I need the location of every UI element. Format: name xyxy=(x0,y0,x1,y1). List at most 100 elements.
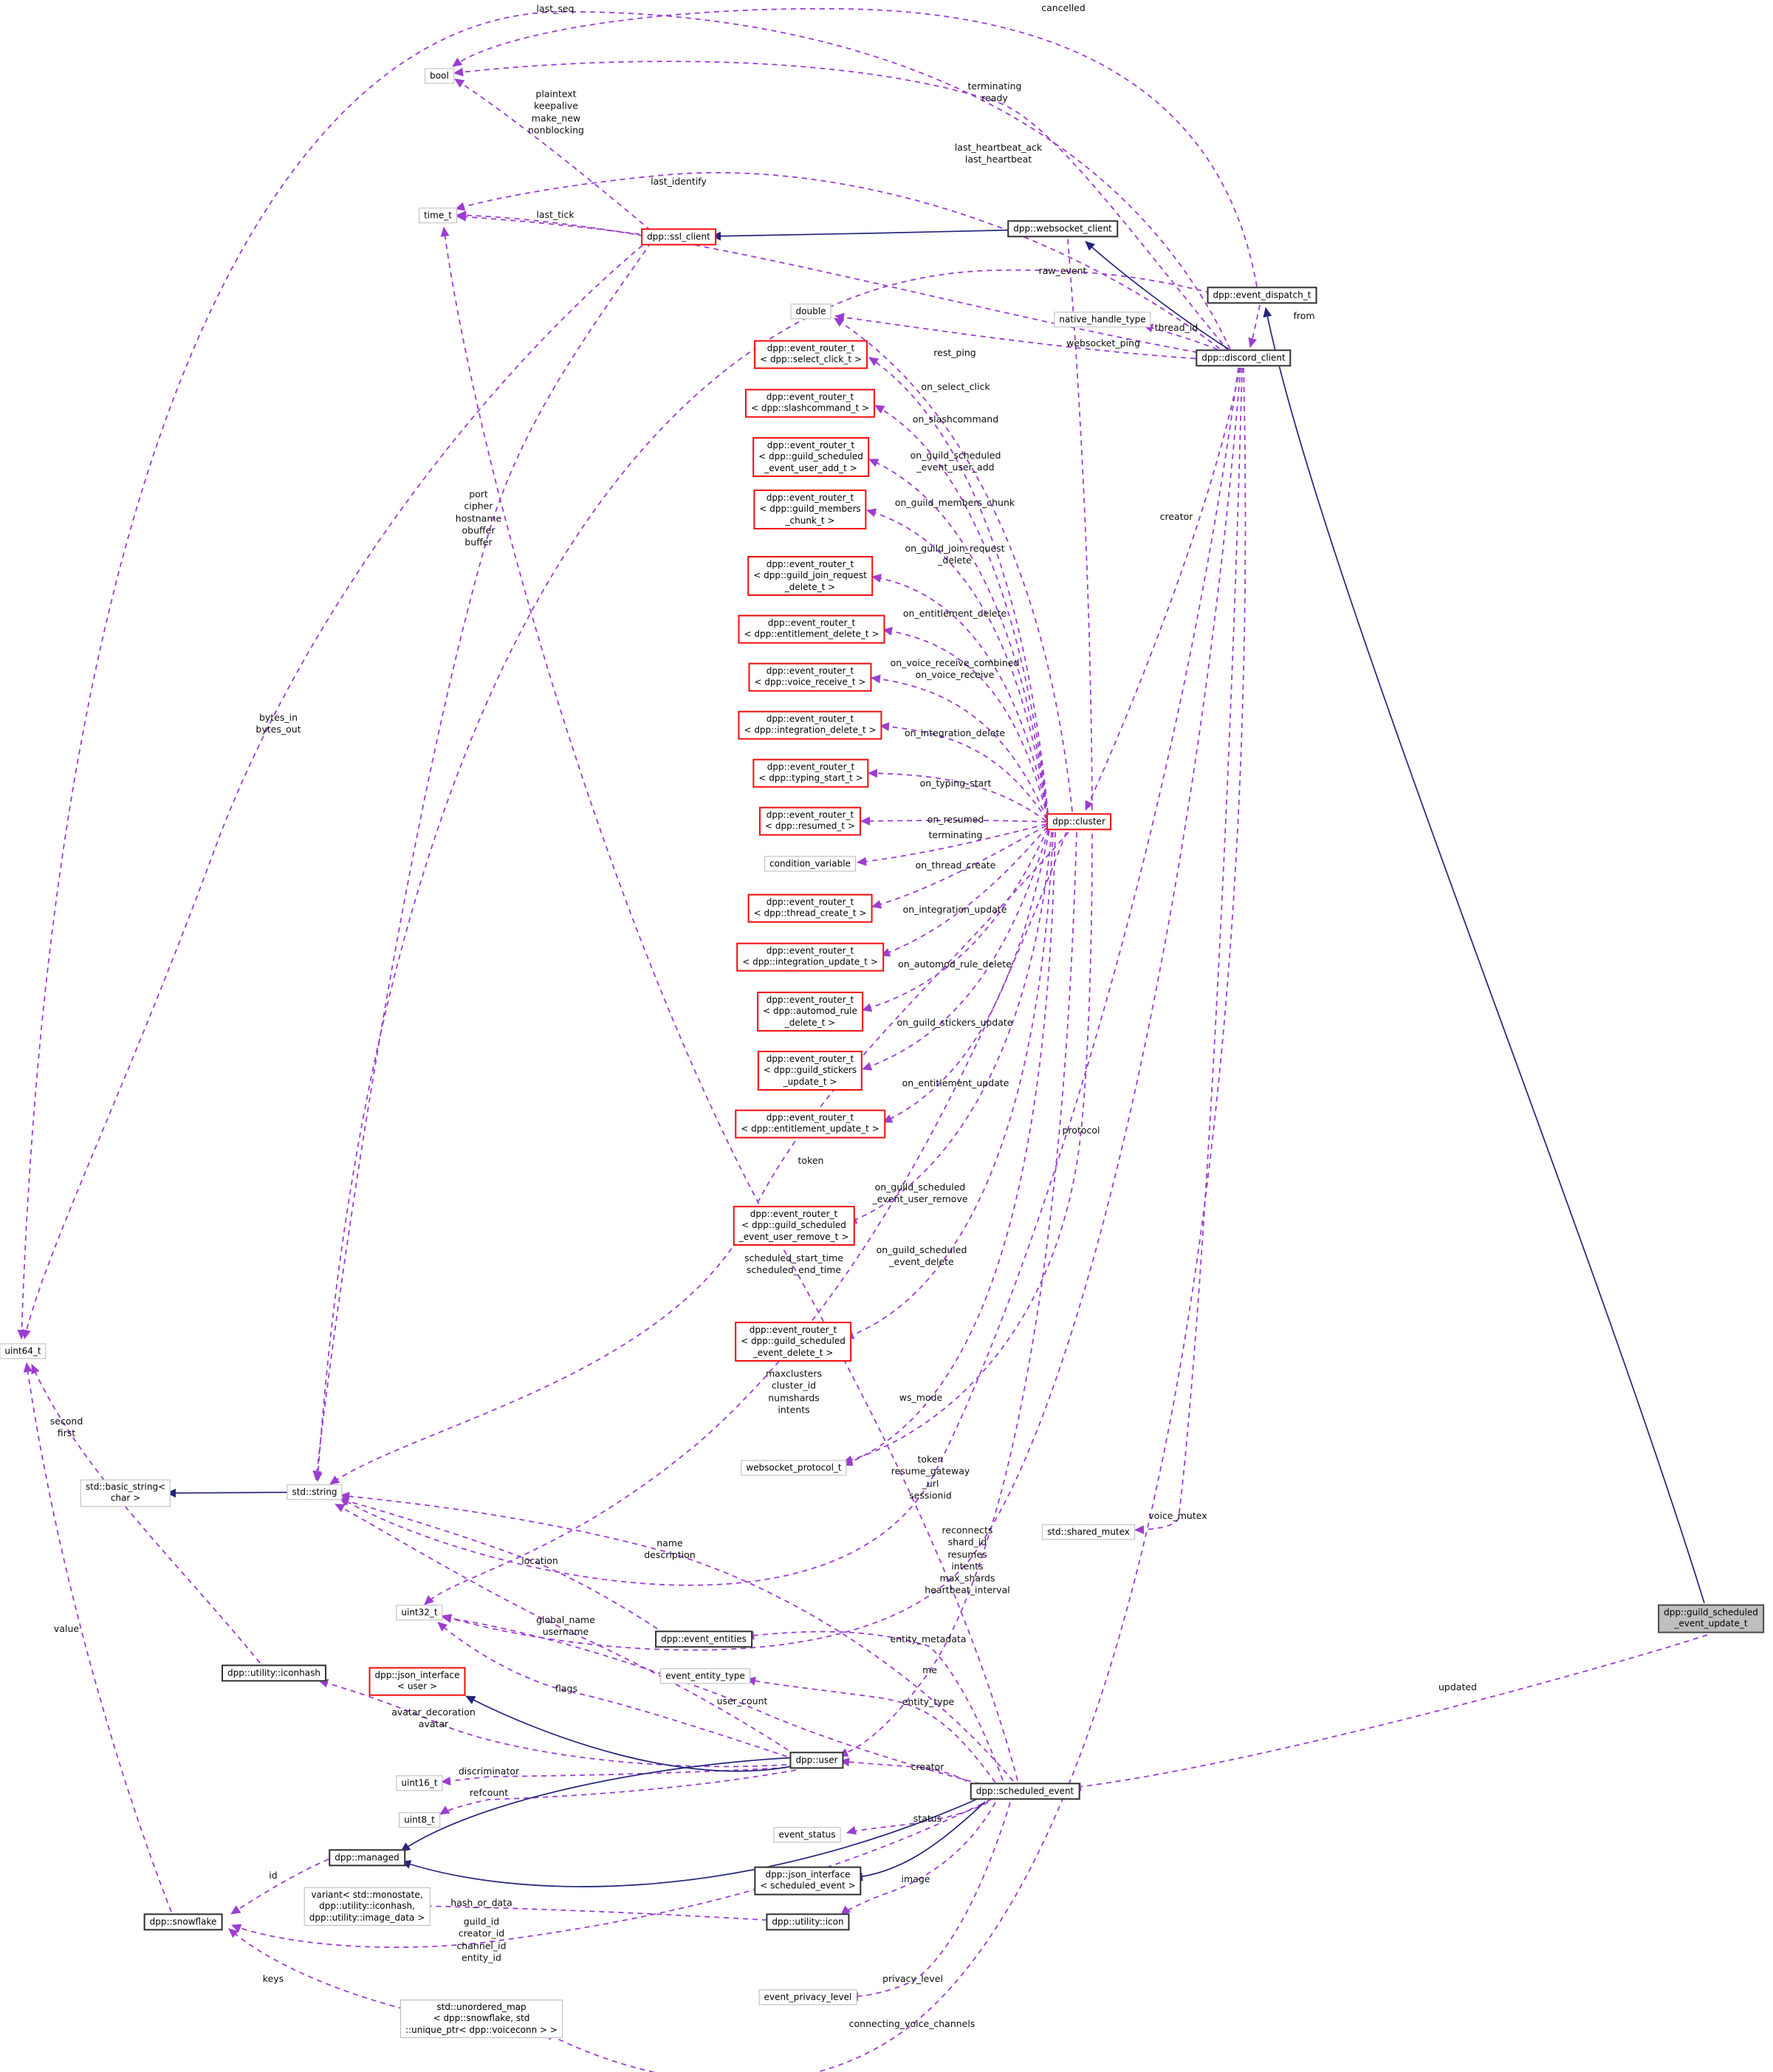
edge-on-select-click xyxy=(868,357,1049,814)
edge-keys xyxy=(228,1928,423,2014)
edge-entity-type xyxy=(746,1676,996,1783)
node-router-guild-join-request-delete[interactable]: dpp::event_router_t < dpp::guild_join_re… xyxy=(747,555,873,597)
edge-label: creator xyxy=(1159,510,1193,522)
node-native-handle-type[interactable]: native_handle_type xyxy=(1054,312,1151,328)
edge-terminating-ready xyxy=(453,61,1230,352)
edge-label: me xyxy=(922,1664,937,1675)
edge-bytes-in-out xyxy=(21,239,651,1339)
node-user[interactable]: dpp::user xyxy=(789,1752,844,1769)
edge-label: image xyxy=(901,1873,930,1884)
node-uint8-t[interactable]: uint8_t xyxy=(399,1812,440,1828)
node-bool[interactable]: bool xyxy=(425,68,454,84)
edge-from xyxy=(1248,304,1261,348)
node-guild-scheduled-event-update-t[interactable]: dpp::guild_scheduled _event_update_t xyxy=(1658,1604,1764,1633)
node-router-entitlement-delete[interactable]: dpp::event_router_t < dpp::entitlement_d… xyxy=(738,614,885,644)
node-utility-icon[interactable]: dpp::utility::icon xyxy=(766,1913,850,1931)
edge-inh-string-basicstring xyxy=(166,1488,292,1498)
edge-label: from xyxy=(1293,309,1315,321)
node-discord-client[interactable]: dpp::discord_client xyxy=(1196,349,1292,367)
edge-websocket-ping xyxy=(834,312,1225,361)
edge-label: on_guild_stickers_update xyxy=(896,1016,1013,1028)
node-ssl-client[interactable]: dpp::ssl_client xyxy=(641,228,716,246)
node-std-string[interactable]: std::string xyxy=(287,1484,343,1500)
edge-on-entitlement-update xyxy=(882,830,1050,1123)
node-websocket-protocol-t[interactable]: websocket_protocol_t xyxy=(741,1460,847,1476)
node-router-guild-scheduled-event-user-add[interactable]: dpp::event_router_t < dpp::guild_schedul… xyxy=(752,436,869,478)
node-event-entity-type[interactable]: event_entity_type xyxy=(660,1668,750,1684)
edge-label: discriminator xyxy=(458,1765,520,1777)
edge-label: on_select_click xyxy=(921,380,990,392)
node-router-typing-start[interactable]: dpp::event_router_t < dpp::typing_start_… xyxy=(752,758,869,788)
node-router-integration-delete[interactable]: dpp::event_router_t < dpp::integration_d… xyxy=(738,710,882,740)
node-event-privacy-level[interactable]: event_privacy_level xyxy=(758,1989,857,2006)
node-router-voice-receive[interactable]: dpp::event_router_t < dpp::voice_receive… xyxy=(748,662,872,692)
edge-label: on_integration_delete xyxy=(904,727,1006,738)
node-router-guild-members-chunk[interactable]: dpp::event_router_t < dpp::guild_members… xyxy=(753,489,867,530)
node-uint16-t[interactable]: uint16_t xyxy=(396,1775,443,1791)
edge-port-cipher-hostname xyxy=(312,241,652,1481)
edge-label: maxclusters cluster_id numshards intents xyxy=(765,1368,823,1416)
node-cluster[interactable]: dpp::cluster xyxy=(1046,813,1111,831)
edge-label: terminating ready xyxy=(967,80,1022,103)
node-websocket-client[interactable]: dpp::websocket_client xyxy=(1007,220,1118,238)
node-uint64-t[interactable]: uint64_t xyxy=(0,1343,47,1359)
node-router-select-click[interactable]: dpp::event_router_t < dpp::select_click_… xyxy=(754,340,868,369)
node-unordered-map-voiceconn[interactable]: std::unordered_map < dpp::snowflake, std… xyxy=(400,1999,563,2039)
edge-label: user_count xyxy=(716,1695,768,1706)
edge-value xyxy=(23,1362,172,1913)
node-router-thread-create[interactable]: dpp::event_router_t < dpp::thread_create… xyxy=(747,893,873,923)
node-condition-variable[interactable]: condition_variable xyxy=(764,856,856,872)
edge-on-guild-members-chunk xyxy=(866,508,1049,817)
edge-label: last_identify xyxy=(651,175,707,187)
node-router-guild-scheduled-event-delete[interactable]: dpp::event_router_t < dpp::guild_schedul… xyxy=(735,1321,851,1362)
node-router-entitlement-update[interactable]: dpp::event_router_t < dpp::entitlement_u… xyxy=(735,1109,885,1139)
edge-last-tick xyxy=(456,212,650,236)
edge-entity-metadata xyxy=(744,1630,1004,1781)
edge-location xyxy=(339,1497,666,1635)
edge-on-guild-join-request-delete xyxy=(871,574,1049,817)
node-json-interface-user[interactable]: dpp::json_interface < user > xyxy=(368,1667,466,1696)
edge-on-resumed xyxy=(860,816,1047,826)
edge-label: privacy_level xyxy=(882,1972,943,1984)
edge-label: raw_event xyxy=(1038,264,1087,276)
node-router-guild-stickers-update[interactable]: dpp::event_router_t < dpp::guild_sticker… xyxy=(757,1050,863,1091)
node-double[interactable]: double xyxy=(790,303,831,320)
edge-label: voice_mutex xyxy=(1148,1509,1207,1521)
node-event-entities[interactable]: dpp::event_entities xyxy=(655,1630,752,1648)
edge-label: on_automod_rule_delete xyxy=(898,958,1012,970)
edge-inh-discord-websocket xyxy=(1085,241,1230,350)
node-router-automod-rule-delete[interactable]: dpp::event_router_t < dpp::automod_rule … xyxy=(757,991,863,1032)
edge-label: last_seq xyxy=(536,2,575,14)
edge-label: hash_or_data xyxy=(450,1896,512,1908)
node-router-resumed[interactable]: dpp::event_router_t < dpp::resumed_t > xyxy=(759,806,861,836)
node-basic-string[interactable]: std::basic_string< char > xyxy=(80,1479,171,1507)
node-router-guild-scheduled-event-user-remove[interactable]: dpp::event_router_t < dpp::guild_schedul… xyxy=(733,1205,855,1246)
edge-name-description xyxy=(340,1492,1014,1782)
node-event-dispatch-t[interactable]: dpp::event_dispatch_t xyxy=(1207,287,1317,304)
node-uint32-t[interactable]: uint32_t xyxy=(396,1605,443,1621)
edge-label: id xyxy=(269,1869,278,1881)
edge-raw-event xyxy=(313,269,1249,1482)
edge-maxclusters xyxy=(424,831,1067,1605)
node-event-status[interactable]: event_status xyxy=(773,1827,841,1843)
node-variant-monostate[interactable]: variant< std::monostate, dpp::utility::i… xyxy=(303,1887,431,1927)
edge-id xyxy=(230,1855,338,1915)
edge-on-integration-update xyxy=(880,826,1048,957)
node-scheduled-event[interactable]: dpp::scheduled_event xyxy=(970,1783,1080,1800)
edge-label: on_guild_scheduled _event_delete xyxy=(876,1243,967,1267)
edge-label: rest_ping xyxy=(933,346,976,358)
node-router-integration-update[interactable]: dpp::event_router_t < dpp::integration_u… xyxy=(736,942,884,972)
node-json-interface-scheduled-event[interactable]: dpp::json_interface < scheduled_event > xyxy=(754,1866,862,1896)
node-managed[interactable]: dpp::managed xyxy=(329,1849,405,1867)
node-shared-mutex[interactable]: std::shared_mutex xyxy=(1042,1524,1135,1540)
node-iconhash[interactable]: dpp::utility::iconhash xyxy=(222,1664,326,1682)
node-time-t[interactable]: time_t xyxy=(419,207,457,224)
node-router-slashcommand[interactable]: dpp::event_router_t < dpp::slashcommand_… xyxy=(744,388,876,418)
edge-label: on_integration_update xyxy=(902,903,1007,915)
edge-label: refcount xyxy=(469,1786,509,1798)
edge-group xyxy=(17,7,1708,2072)
edge-last-seq xyxy=(17,11,1231,1339)
node-snowflake[interactable]: dpp::snowflake xyxy=(143,1913,223,1931)
edge-on-entitlement-delete xyxy=(882,626,1049,819)
